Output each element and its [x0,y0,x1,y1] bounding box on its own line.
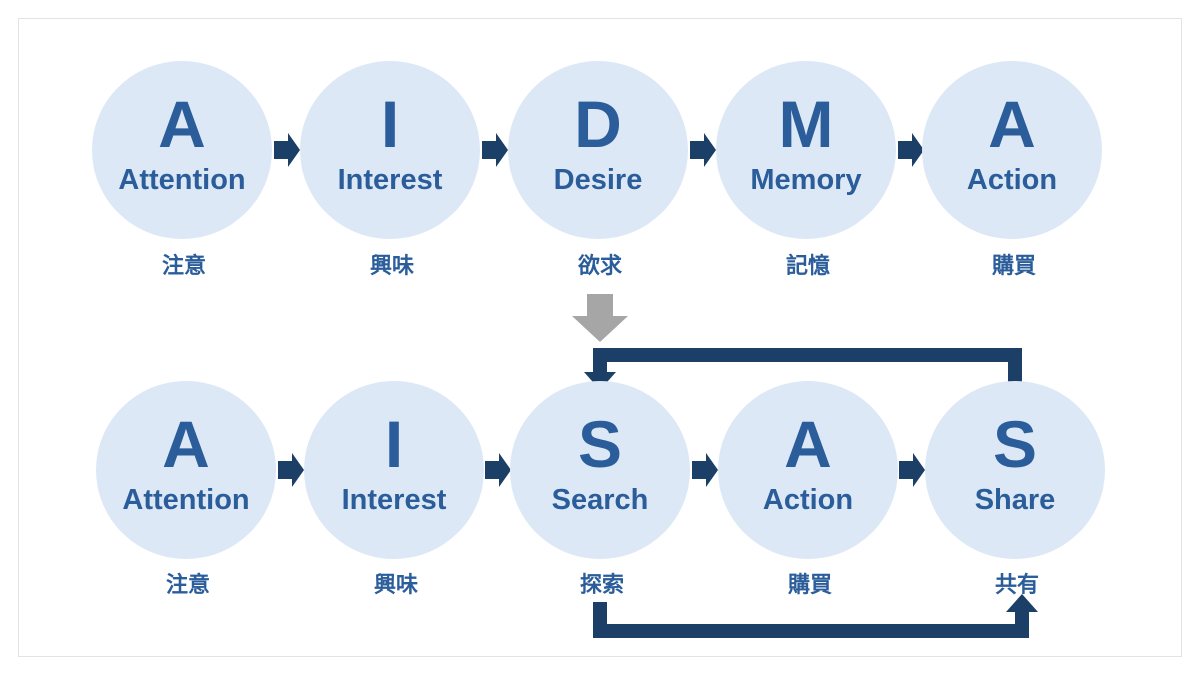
arrow-right-icon [278,453,304,487]
step-word: Interest [337,164,443,196]
step-jp-label: 注意 [165,572,210,597]
arrow-right-icon [899,453,925,487]
step-word: Desire [553,164,643,196]
step-letter: D [574,87,622,161]
step-jp-label: 記憶 [785,253,830,278]
step-letter: A [988,87,1036,161]
step-word: Attention [118,164,246,196]
arrow-right-icon [274,133,300,167]
arrow-right-icon [692,453,718,487]
step-letter: I [384,407,404,481]
step-letter: S [577,407,623,481]
step-jp-label: 共有 [994,572,1039,597]
arrow-right-icon [898,133,924,167]
step-word: Attention [122,484,250,516]
step-letter: M [778,87,834,161]
arrow-right-icon [690,133,716,167]
frame-border [18,18,1182,657]
step-letter: I [380,87,400,161]
step-jp-label: 欲求 [577,253,622,278]
step-word: Action [966,164,1058,196]
transition-down-arrow-icon [572,294,628,342]
step-jp-label: 購買 [787,572,832,597]
arrow-right-icon [482,133,508,167]
step-jp-label: 注意 [161,253,206,278]
step-word: Memory [750,164,862,196]
step-jp-label: 興味 [373,572,418,597]
feedback-arrow-share-to-search [584,348,1022,390]
step-word: Interest [341,484,447,516]
step-word: Action [762,484,854,516]
step-jp-label: 興味 [369,253,414,278]
step-word: Share [974,484,1056,516]
step-jp-label: 探索 [579,572,624,597]
step-letter: A [784,407,832,481]
arrow-search-to-share [593,594,1038,638]
step-letter: S [992,407,1038,481]
step-letter: A [158,87,206,161]
step-word: Search [551,484,649,516]
arrow-right-icon [485,453,511,487]
step-jp-label: 購買 [991,253,1036,278]
step-letter: A [162,407,210,481]
